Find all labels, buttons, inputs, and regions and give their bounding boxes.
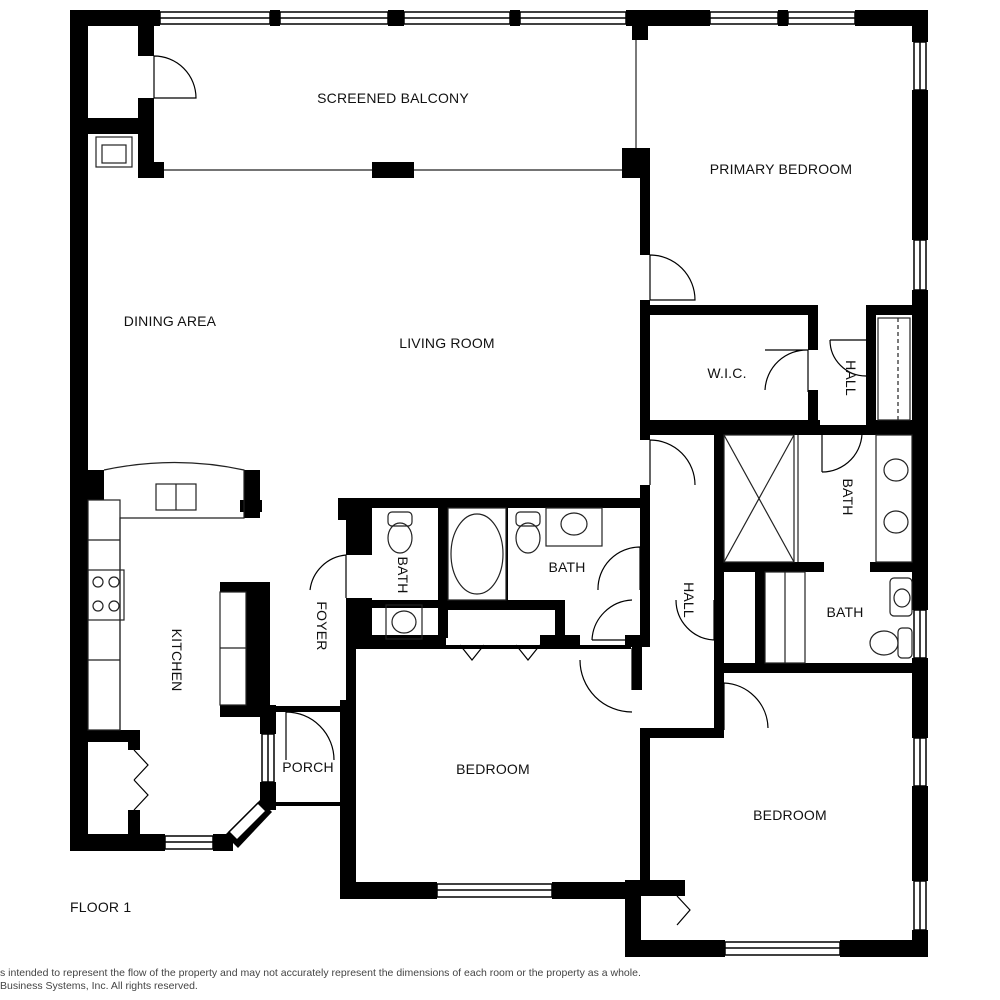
room-label-bath-right: BATH bbox=[826, 604, 864, 620]
vanity-sink bbox=[385, 604, 423, 640]
room-label-dining-area: DINING AREA bbox=[123, 313, 217, 329]
utility-sink bbox=[95, 136, 133, 168]
room-label-bath-foyer: BATH bbox=[395, 556, 411, 594]
room-label-hall-center: HALL bbox=[681, 582, 697, 618]
toilet bbox=[387, 511, 413, 527]
fixtures bbox=[87, 40, 913, 731]
room-label-bedroom-right: BEDROOM bbox=[753, 807, 827, 823]
room-label-bath-center: BATH bbox=[548, 559, 586, 575]
doors bbox=[133, 55, 867, 926]
room-label-primary-bedroom: PRIMARY BEDROOM bbox=[709, 161, 853, 177]
disclaimer-line-2: Business Systems, Inc. All rights reserv… bbox=[0, 980, 198, 992]
room-label-hall-primary: HALL bbox=[843, 360, 859, 396]
room-label-screened-balcony: SCREENED BALCONY bbox=[317, 90, 469, 106]
room-label-porch: PORCH bbox=[282, 759, 334, 775]
shower bbox=[723, 434, 795, 563]
bathtub bbox=[447, 507, 507, 601]
room-label-foyer: FOYER bbox=[314, 601, 330, 651]
interior-walls bbox=[86, 10, 928, 885]
room-label-living-room: LIVING ROOM bbox=[399, 335, 495, 351]
room-label-bath-primary: BATH bbox=[840, 478, 856, 516]
stove bbox=[87, 569, 125, 621]
windows bbox=[159, 11, 927, 956]
room-label-wic: W.I.C. bbox=[707, 365, 747, 381]
disclaimer-line-1: s intended to represent the flow of the … bbox=[0, 967, 641, 979]
room-label-bedroom-center: BEDROOM bbox=[456, 761, 530, 777]
room-label-kitchen: KITCHEN bbox=[169, 628, 185, 692]
floor-label: FLOOR 1 bbox=[70, 899, 132, 915]
exterior-walls bbox=[70, 10, 928, 957]
